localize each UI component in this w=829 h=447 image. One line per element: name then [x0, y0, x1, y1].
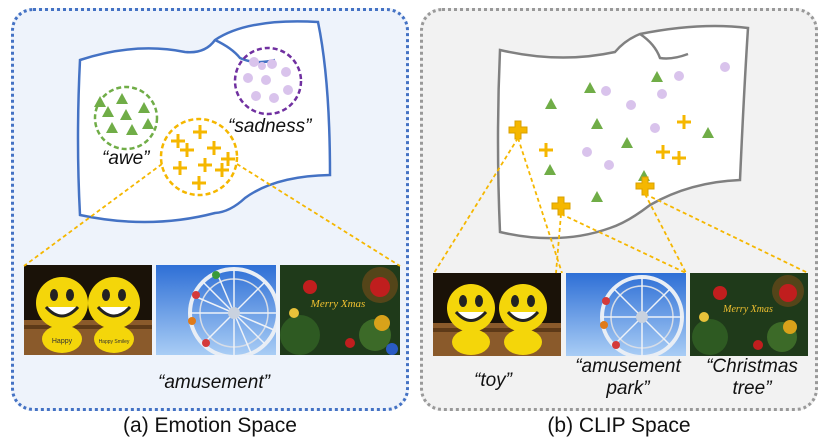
- label-christmas-tree-line1: “Christmas: [706, 356, 798, 377]
- tree-sign-clip: Merry Xmas: [722, 304, 773, 315]
- photo-toy-smileys: Happy Happy Smiley: [24, 265, 152, 355]
- photo-christmas-tree: Merry Xmas: [280, 265, 400, 355]
- label-amusement: “amusement”: [158, 372, 270, 393]
- label-amusement-park: “amusement park”: [573, 356, 683, 400]
- photo-ferris-wheel-clip: [566, 273, 686, 356]
- awe-cluster: [93, 85, 159, 151]
- label-awe: “awe”: [102, 148, 150, 169]
- label-sadness: “sadness”: [228, 116, 312, 137]
- caption-clip-space: (b) CLIP Space: [547, 414, 691, 437]
- sadness-points: [243, 57, 293, 103]
- sadness-cluster: [233, 46, 303, 116]
- photo-christmas-tree-clip: Merry Xmas: [690, 273, 808, 356]
- label-toy: “toy”: [474, 370, 512, 391]
- toy-badge-left: Happy: [52, 338, 73, 345]
- clip-manifold: [496, 24, 750, 240]
- emotion-connectors: [23, 163, 401, 267]
- photo-ferris-wheel: [156, 265, 276, 355]
- label-christmas-tree: “Christmas tree”: [697, 356, 807, 400]
- caption-emotion-space: (a) Emotion Space: [123, 414, 297, 437]
- amusement-cluster: [159, 117, 239, 197]
- photo-toy-smileys-clip: [433, 273, 561, 356]
- label-amusement-park-line2: park”: [606, 378, 650, 399]
- clip-connectors: [433, 137, 809, 274]
- tree-sign: Merry Xmas: [310, 298, 366, 310]
- emotion-manifold: [76, 20, 332, 224]
- toy-badge-right: Happy Smiley: [99, 339, 130, 345]
- label-christmas-tree-line2: tree”: [732, 378, 772, 399]
- label-amusement-park-line1: “amusement: [575, 356, 681, 377]
- clip-sadness-points: [582, 62, 730, 170]
